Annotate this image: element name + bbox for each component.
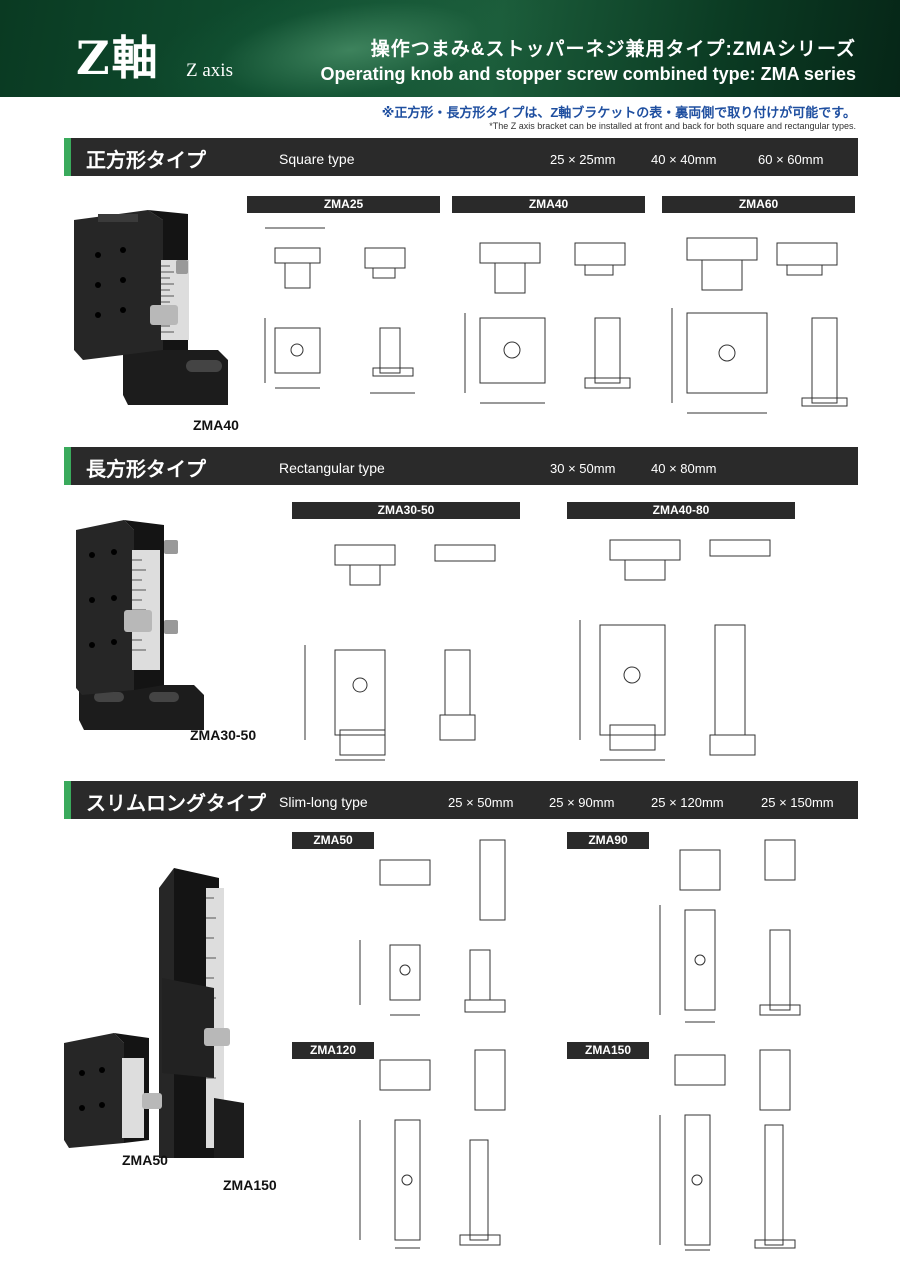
section-accent (64, 447, 71, 485)
section-bar-slim: スリムロングタイプ Slim-long type 25 × 50mm 25 × … (64, 781, 858, 819)
section-title-jp: 長方形タイプ (86, 459, 206, 481)
technical-drawing-zma25 (255, 218, 440, 408)
size-label: 60 × 60mm (758, 152, 824, 167)
section-title-jp: スリムロングタイプ (86, 793, 266, 815)
model-bar-zma40: ZMA40 (452, 196, 645, 213)
section-sizes: 25 × 50mm 25 × 90mm 25 × 120mm 25 × 150m… (448, 795, 834, 810)
size-label: 40 × 40mm (651, 152, 717, 167)
model-bar-zma90: ZMA90 (567, 832, 649, 849)
model-bar-zma120: ZMA120 (292, 1042, 374, 1059)
heading-jp: 操作つまみ&ストッパーネジ兼用タイプ:ZMAシリーズ (370, 39, 856, 60)
size-label: 40 × 80mm (651, 461, 717, 476)
technical-drawing-zma90 (650, 830, 830, 1030)
heading-en: Operating knob and stopper screw combine… (320, 64, 856, 84)
section-sizes: 25 × 25mm 40 × 40mm 60 × 60mm (550, 152, 823, 167)
photo-label-zma30-50: ZMA30-50 (190, 727, 257, 743)
photo-label-zma150: ZMA150 (223, 1177, 277, 1193)
page-title-sub: Z axis (186, 60, 233, 81)
size-label: 30 × 50mm (550, 461, 616, 476)
model-bar-zma50: ZMA50 (292, 832, 374, 849)
photo-label-zma50: ZMA50 (122, 1152, 168, 1168)
section-bar-square: 正方形タイプ Square type 25 × 25mm 40 × 40mm 6… (64, 138, 858, 176)
section-title-en: Square type (279, 151, 355, 167)
page-title: Z軸 (76, 31, 160, 85)
size-label: 25 × 150mm (761, 795, 834, 810)
section-title-en: Rectangular type (279, 460, 385, 476)
note-en: *The Z axis bracket can be installed at … (489, 121, 856, 131)
photo-label-zma40: ZMA40 (193, 417, 239, 433)
technical-drawing-zma60 (662, 218, 857, 428)
product-photo-zma40 (68, 200, 248, 415)
product-photo-zma50-zma150 (44, 858, 264, 1183)
technical-drawing-zma120 (350, 1040, 530, 1255)
size-label: 25 × 120mm (651, 795, 724, 810)
technical-drawing-zma150 (650, 1040, 830, 1255)
section-sizes: 30 × 50mm 40 × 80mm (550, 461, 716, 476)
model-bar-zma60: ZMA60 (662, 196, 855, 213)
model-bar-zma40-80: ZMA40-80 (567, 502, 795, 519)
section-title-jp: 正方形タイプ (86, 150, 206, 172)
page-header: Z軸 Z axis 操作つまみ&ストッパーネジ兼用タイプ:ZMAシリーズ Ope… (0, 0, 900, 97)
size-label: 25 × 90mm (549, 795, 615, 810)
size-label: 25 × 25mm (550, 152, 616, 167)
size-label: 25 × 50mm (448, 795, 514, 810)
section-bar-rectangular: 長方形タイプ Rectangular type 30 × 50mm 40 × 8… (64, 447, 858, 485)
section-accent (64, 138, 71, 176)
note-jp: ※正方形・長方形タイプは、Z軸ブラケットの表・裏両側で取り付けが可能です。 (381, 105, 856, 120)
technical-drawing-zma40-80 (570, 525, 795, 765)
model-bar-zma150: ZMA150 (567, 1042, 649, 1059)
technical-drawing-zma40 (455, 218, 645, 418)
model-bar-zma25: ZMA25 (247, 196, 440, 213)
technical-drawing-zma30-50 (295, 525, 520, 765)
product-photo-zma30-50 (64, 510, 244, 740)
section-accent (64, 781, 71, 819)
section-title-en: Slim-long type (279, 794, 368, 810)
model-bar-zma30-50: ZMA30-50 (292, 502, 520, 519)
technical-drawing-zma50 (350, 830, 530, 1030)
